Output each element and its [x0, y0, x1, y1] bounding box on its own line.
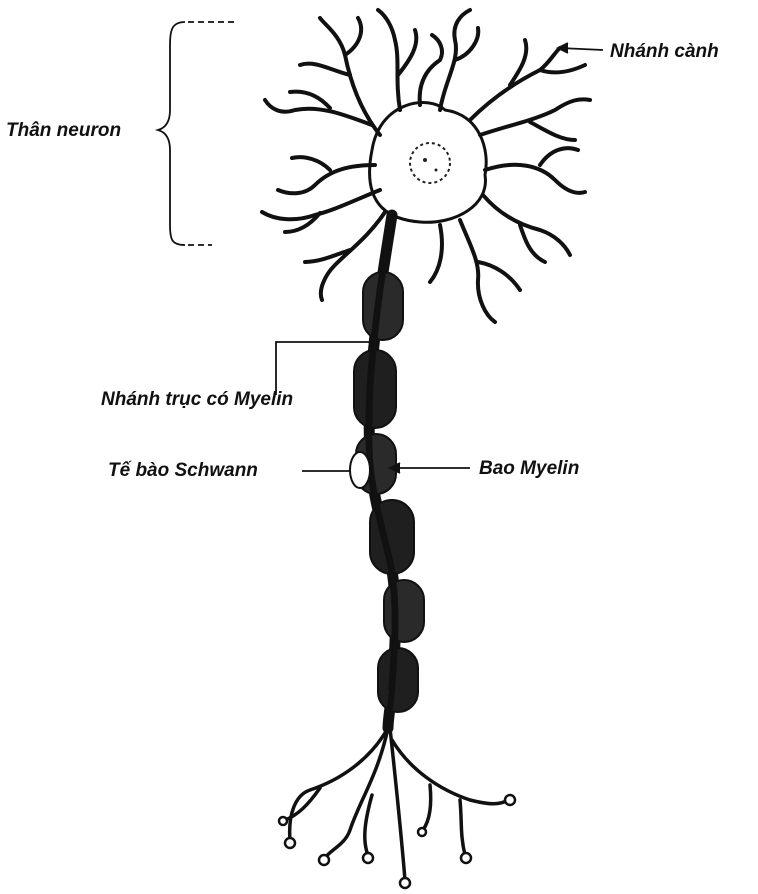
dendrite-arrowhead: [558, 43, 568, 53]
schwann-cell: [350, 452, 370, 488]
label-dendrite: Nhánh cành: [610, 42, 719, 61]
label-myelin-sheath: Bao Myelin: [479, 459, 579, 478]
myelin-segment: [378, 648, 418, 712]
nucleus: [410, 143, 450, 183]
soma-bracket: [158, 22, 185, 245]
label-axon: Nhánh trục có Myelin: [101, 390, 293, 409]
myelin-segment: [384, 580, 424, 642]
dendrites: [262, 10, 590, 322]
neuron-drawing: [262, 10, 590, 888]
label-schwann-cell: Tế bào Schwann: [108, 461, 258, 480]
label-soma: Thân neuron: [6, 121, 121, 140]
myelin-sheath: [354, 272, 424, 712]
